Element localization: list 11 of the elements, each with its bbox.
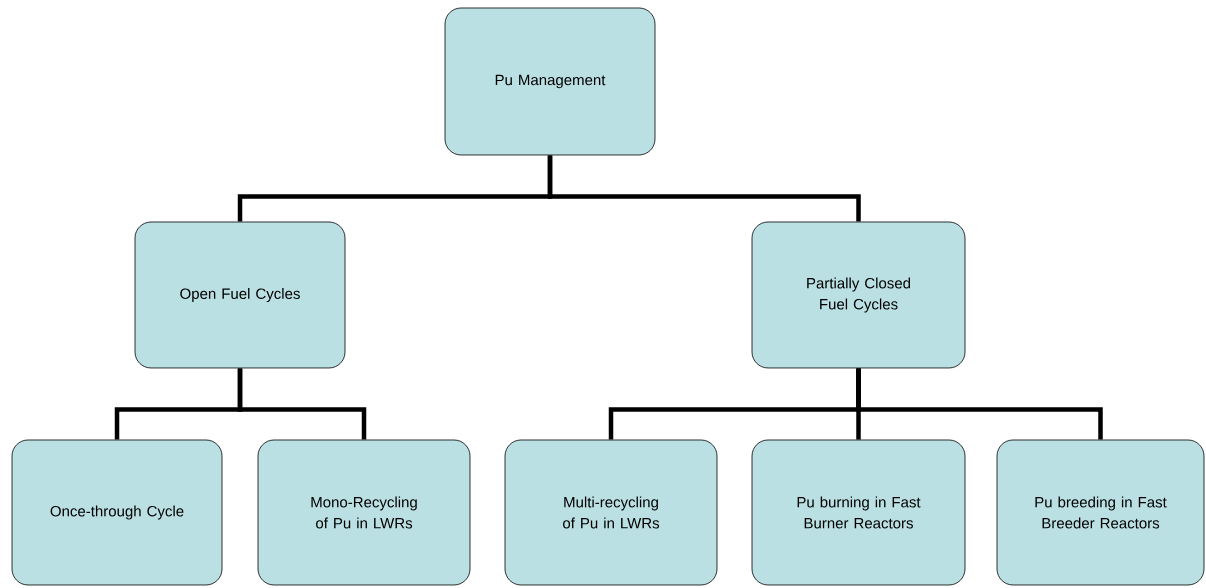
process-box: Pu burning in Fast Burner Reactors bbox=[751, 439, 966, 586]
connector bbox=[237, 368, 367, 440]
connector bbox=[547, 155, 861, 222]
process-box: Partially Closed Fuel Cycles bbox=[751, 221, 966, 369]
process-box: Open Fuel Cycles bbox=[134, 221, 346, 369]
connector bbox=[856, 368, 1103, 440]
process-box: Once-through Cycle bbox=[11, 439, 223, 586]
process-box: Pu breeding in Fast Breeder Reactors bbox=[996, 439, 1205, 586]
process-box: Pu Management bbox=[444, 7, 656, 156]
process-box: Mono-Recycling of Pu in LWRs bbox=[257, 439, 471, 586]
process-box: Multi-recycling of Pu in LWRs bbox=[504, 439, 718, 586]
